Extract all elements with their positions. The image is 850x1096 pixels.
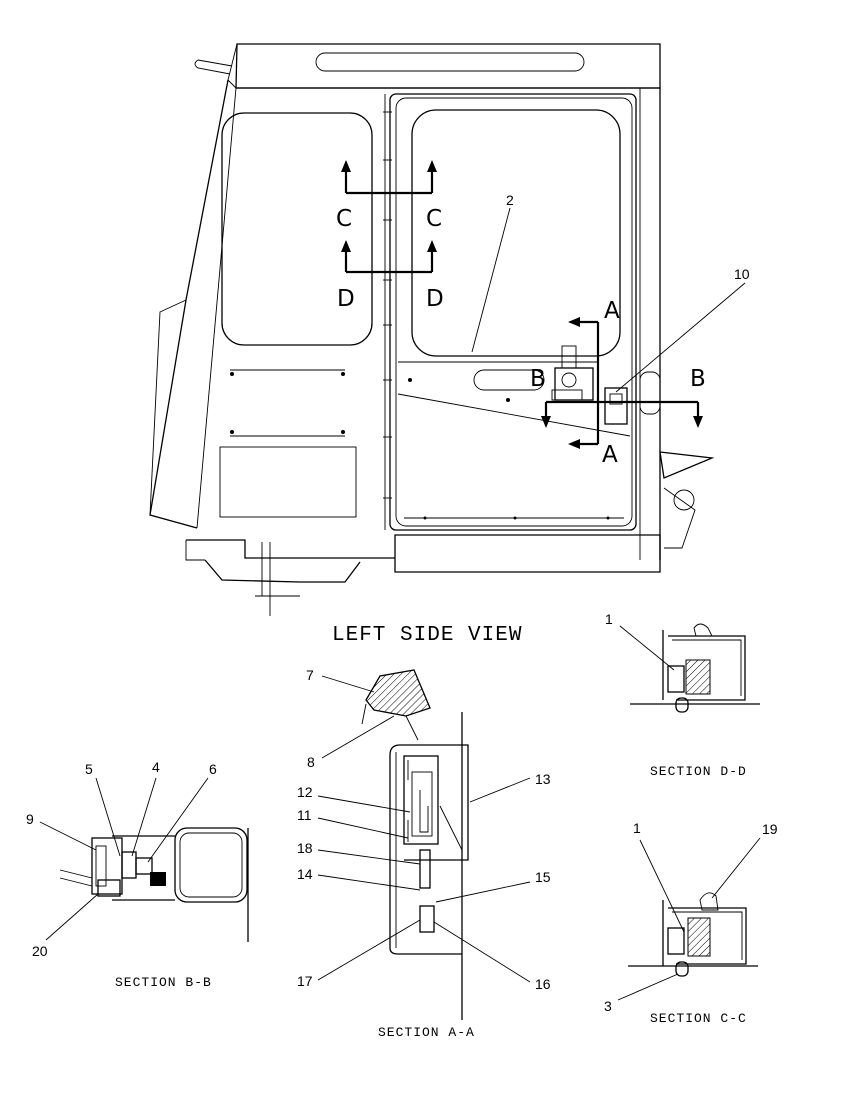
section-d-title: SECTION D-D xyxy=(650,764,747,779)
section-cut-a: A A xyxy=(568,298,620,468)
callout-6: 6 xyxy=(209,761,217,777)
section-c-c: 1 19 3 SECTION C-C xyxy=(604,820,778,1026)
cut-label-d-right: D xyxy=(426,286,444,312)
callout-8: 8 xyxy=(307,754,315,770)
callout-14: 14 xyxy=(297,866,313,882)
section-cut-d: D D xyxy=(337,240,444,312)
section-a-a: 7 8 12 11 18 14 17 13 15 16 SECTION A-A xyxy=(297,667,551,1040)
callout-9: 9 xyxy=(26,811,34,827)
section-cut-c: C C xyxy=(336,160,442,232)
callout-1-c: 1 xyxy=(633,820,641,836)
cut-label-c-left: C xyxy=(336,206,352,232)
callout-7: 7 xyxy=(306,667,314,683)
door-hinge-marks xyxy=(383,111,392,499)
callout-2: 2 xyxy=(506,192,514,208)
section-cut-b: B B xyxy=(530,366,706,428)
door-latch xyxy=(551,345,628,425)
section-b-b: 9 5 4 6 20 SECTION B-B xyxy=(26,759,249,990)
callout-12: 12 xyxy=(297,784,313,800)
cut-label-b-left: B xyxy=(530,366,546,392)
callout-20: 20 xyxy=(32,943,48,959)
callout-5: 5 xyxy=(85,761,93,777)
callout-3: 3 xyxy=(604,998,612,1014)
cut-label-b-right: B xyxy=(690,366,706,392)
section-a-title: SECTION A-A xyxy=(378,1025,475,1040)
callout-4: 4 xyxy=(152,759,160,775)
callout-19: 19 xyxy=(762,821,778,837)
cut-label-c-right: C xyxy=(426,206,442,232)
callout-11: 11 xyxy=(297,807,312,823)
section-b-title: SECTION B-B xyxy=(115,975,212,990)
callout-16: 16 xyxy=(535,976,551,992)
callout-13: 13 xyxy=(535,771,551,787)
callout-15: 15 xyxy=(535,869,551,885)
section-c-title: SECTION C-C xyxy=(650,1011,747,1026)
callout-17: 17 xyxy=(297,973,313,989)
view-title: LEFT SIDE VIEW xyxy=(332,624,522,647)
cut-label-d-left: D xyxy=(337,286,355,312)
callout-10: 10 xyxy=(734,266,750,282)
section-d-d: 1 SECTION D-D xyxy=(605,611,760,779)
cut-label-a-top: A xyxy=(604,298,620,324)
callout-18: 18 xyxy=(297,840,313,856)
cut-label-a-bottom: A xyxy=(602,442,618,468)
cab-left-side-view: C C D D A A B B 2 10 xyxy=(149,43,750,616)
callout-1-d: 1 xyxy=(605,611,613,627)
